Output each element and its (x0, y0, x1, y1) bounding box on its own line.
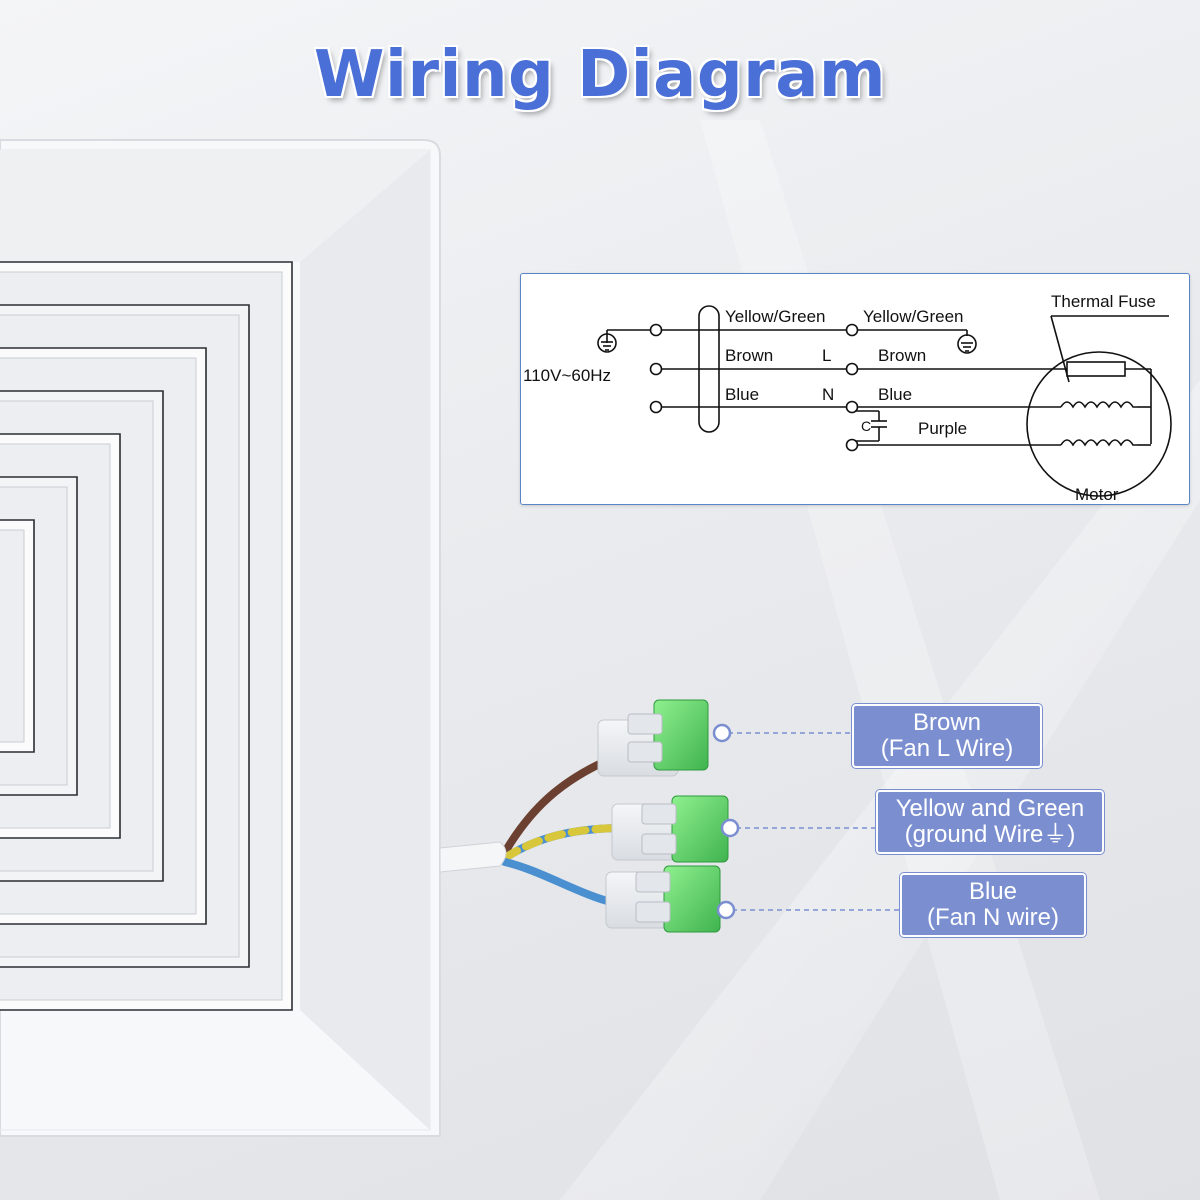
callout-brown-title: Brown (912, 709, 982, 736)
schematic-panel: 110V~60Hz Yellow/Green Brown Blue L N Ye… (520, 273, 1190, 505)
left-wire-label-3: Blue (725, 385, 759, 404)
voltage-label: 110V~60Hz (523, 366, 611, 385)
wire-bundle (439, 753, 629, 907)
vent-grille (0, 139, 441, 1137)
capacitor-label: C (861, 418, 871, 434)
yellow-green-wire-stripe (501, 824, 629, 862)
wago-connector-blue (605, 865, 721, 933)
blue-wire (501, 858, 619, 907)
callout-leaders (712, 723, 900, 920)
louver-bevel (0, 529, 25, 743)
leader-dot-blue (716, 900, 736, 920)
purple-label: Purple (918, 419, 967, 438)
right-wire-label-1: Yellow/Green (863, 307, 964, 326)
motor-label: Motor (1075, 485, 1119, 504)
page-title: Wiring Diagram (313, 38, 887, 112)
callout-brown-subtitle: (Fan L Wire) (880, 735, 1014, 762)
left-wire-label-1: Yellow/Green (725, 307, 826, 326)
terminal-left-3 (649, 400, 663, 414)
leader-dot-yellow-green (720, 818, 740, 838)
terminal-L-label: L (822, 346, 831, 365)
callout-yellow-green: Yellow and Green (ground Wire⏚) (876, 790, 1104, 854)
callout-yellow-green-title: Yellow and Green (895, 795, 1085, 822)
thermal-fuse-label: Thermal Fuse (1051, 292, 1156, 311)
terminal-left-2 (649, 362, 663, 376)
wago-connector-yellow-green (611, 795, 729, 863)
left-wire-label-2: Brown (725, 346, 773, 365)
terminal-left-1 (649, 323, 663, 337)
right-wire-label-2: Brown (878, 346, 926, 365)
cable-sheath (439, 841, 507, 873)
callout-blue-subtitle: (Fan N wire) (926, 904, 1059, 931)
wago-connector-brown (597, 699, 709, 777)
callout-blue-title: Blue (968, 878, 1018, 905)
terminal-right-1 (845, 323, 859, 337)
thermal-fuse (1066, 361, 1126, 377)
motor-circle (1026, 351, 1172, 497)
ground-icon-left (597, 329, 655, 353)
callout-yellow-green-subtitle: (ground Wire⏚) (904, 821, 1076, 848)
brown-wire (501, 753, 619, 856)
callout-blue: Blue (Fan N wire) (900, 873, 1086, 937)
right-wire-label-3: Blue (878, 385, 912, 404)
callout-brown: Brown (Fan L Wire) (852, 704, 1042, 768)
leader-dot-brown (712, 723, 732, 743)
ground-icon-right (857, 329, 977, 354)
terminal-right-2 (845, 362, 859, 376)
terminal-N-label: N (822, 385, 834, 404)
